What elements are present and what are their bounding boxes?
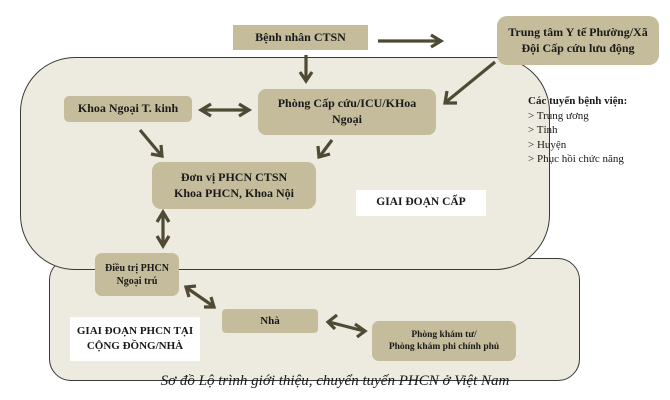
node-label: Khoa Ngoại T. kinh [77,101,179,116]
legend-item: > Phục hồi chức năng [528,153,624,165]
node-label-line1: Phòng Cấp cứu/ICU/KHoa [277,96,417,111]
node-label-line2: Ngoại trú [116,275,158,287]
node-home: Nhà [222,309,318,333]
node-tbi-patient: Bệnh nhân CTSN [233,25,368,50]
node-ward-health-center: Trung tâm Y tế Phường/Xã Đội Cấp cứu lưu… [497,16,659,65]
node-private-clinic: Phòng khám tư/ Phòng khám phi chính phủ [372,321,516,361]
node-emergency-icu: Phòng Cấp cứu/ICU/KHoa Ngoại [258,89,436,135]
node-label-line2: Khoa PHCN, Khoa Nội [173,185,294,200]
legend-title: Các tuyến bệnh viện: [528,95,628,107]
legend-item: > Tỉnh [528,124,558,136]
community-phase-label: GIAI ĐOẠN PHCN TẠI CỘNG ĐỒNG/NHÀ [70,317,200,361]
node-label-line1: Phòng khám tư/ [411,329,477,340]
node-outpatient-rehab: Điều trị PHCN Ngoại trú [95,253,179,296]
node-label: Bệnh nhân CTSN [255,29,346,44]
diagram-caption: Sơ đồ Lộ trình giới thiệu, chuyển tuyến … [160,373,510,389]
arrow-patient-to-ward-center [378,33,445,49]
acute-phase-label-text: GIAI ĐOẠN CẤP [376,196,466,209]
node-label-line2: Phòng khám phi chính phủ [388,342,500,352]
node-label-line2: Ngoại [332,112,362,126]
legend-item: > Trung ương [528,109,589,122]
node-neurosurgery-dept: Khoa Ngoại T. kinh [64,96,192,122]
community-phase-label-line2: CỘNG ĐỒNG/NHÀ [86,340,184,352]
node-label-line1: Điều trị PHCN [105,262,169,274]
community-phase-label-line1: GIAI ĐOẠN PHCN TẠI [76,325,194,338]
node-label-line1: Đơn vị PHCN CTSN [180,169,288,184]
node-label-line1: Trung tâm Y tế Phường/Xã [508,24,648,39]
legend-item: > Huyện [528,138,567,151]
node-rehab-unit: Đơn vị PHCN CTSN Khoa PHCN, Khoa Nội [152,162,316,209]
hospital-levels-legend: Các tuyến bệnh viện: > Trung ương > Tỉnh… [528,94,627,167]
acute-phase-label: GIAI ĐOẠN CẤP [356,190,486,216]
node-label-line2: Đội Cấp cứu lưu động [521,40,635,55]
node-label: Nhà [260,314,280,327]
